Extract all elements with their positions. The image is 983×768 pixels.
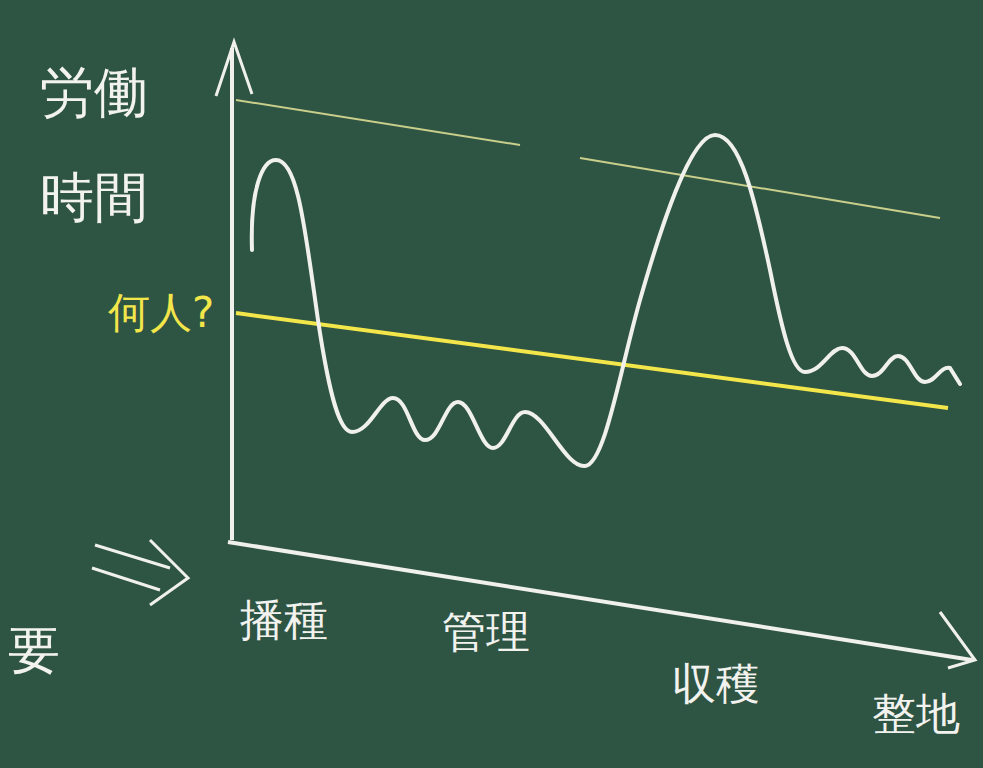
side-note: 要 — [8, 622, 60, 679]
implies-arrow — [92, 545, 170, 590]
y-axis-arrowhead — [216, 42, 252, 96]
workforce-line — [236, 313, 948, 408]
implies-arrowhead — [150, 540, 188, 605]
x-axis — [228, 542, 972, 660]
stage-label: 播種 — [240, 596, 328, 644]
stage-label: 管理 — [442, 608, 530, 656]
stage-label: 整地 — [872, 690, 960, 738]
labour-curve — [252, 135, 960, 466]
upper-limit-line — [236, 100, 940, 218]
y-axis — [230, 48, 234, 540]
axis-title: 労働時間 — [40, 40, 148, 251]
stage-label: 収穫 — [672, 660, 760, 708]
axis-note: 何人? — [108, 290, 214, 336]
x-axis-arrowhead — [940, 612, 975, 668]
